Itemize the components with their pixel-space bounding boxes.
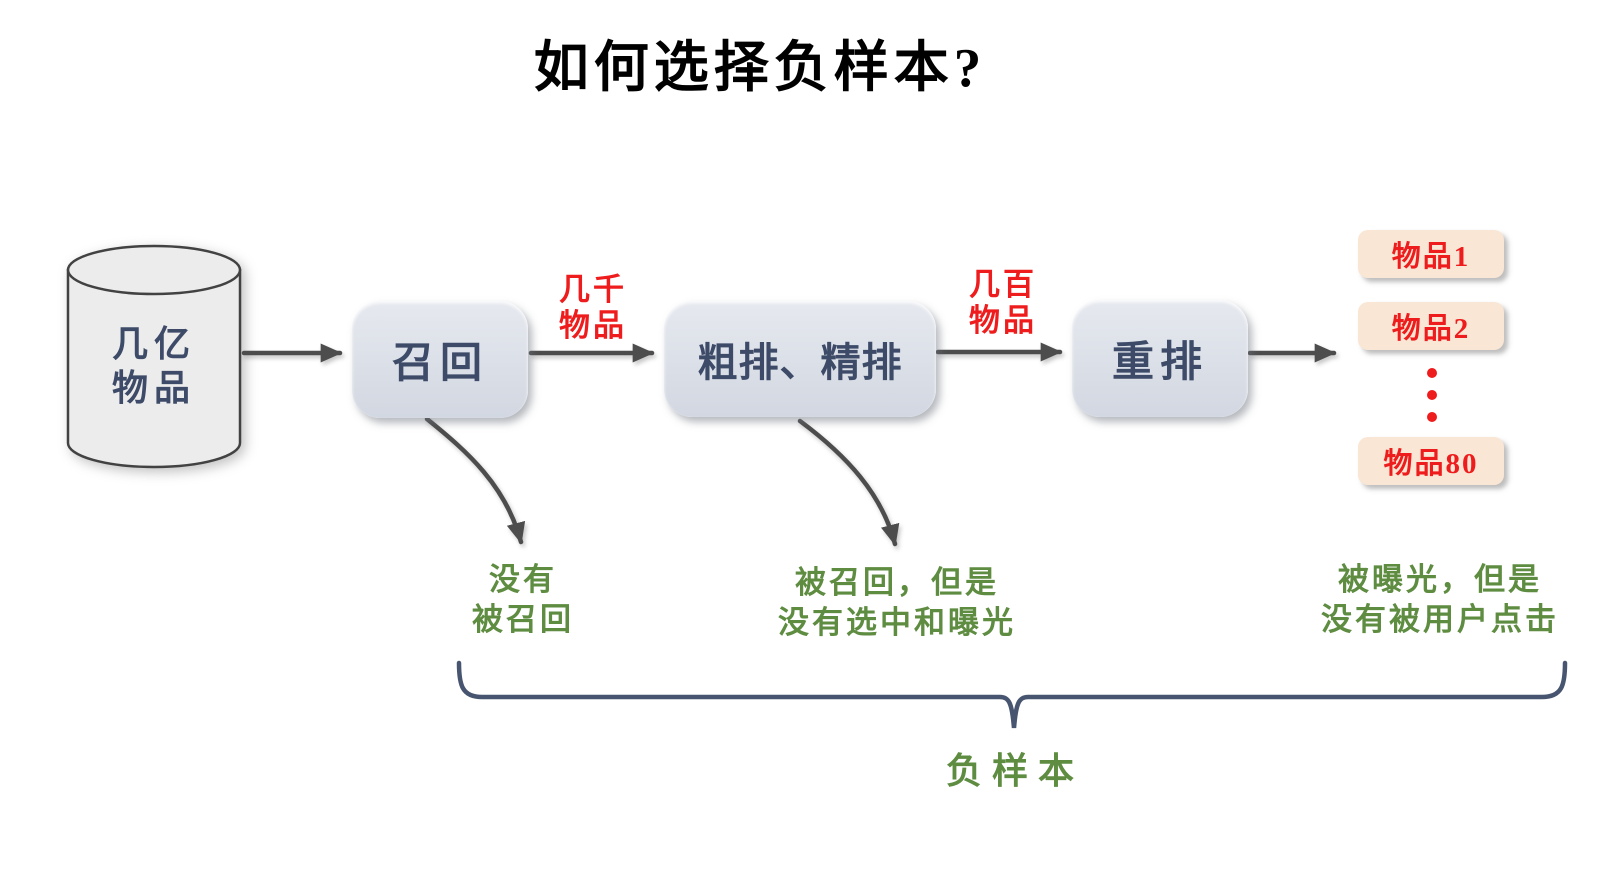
output-item-1: 物品1 — [1358, 230, 1504, 278]
output-item-80: 物品80 — [1358, 437, 1504, 485]
ellipsis-dot — [1427, 390, 1437, 400]
note-not-recalled-line2: 被召回 — [472, 602, 574, 637]
cylinder-top-rim — [66, 244, 242, 296]
source-label: 几亿 物品 — [112, 322, 196, 410]
source-label-line2: 物品 — [111, 368, 197, 408]
output-item-2-label: 物品2 — [1391, 313, 1471, 345]
edge-label-hundreds-items: 几百 物品 — [969, 267, 1037, 339]
edge-label-thousands-line2: 物品 — [559, 308, 627, 343]
edge-label-hundreds-line2: 物品 — [969, 303, 1037, 338]
stage-coarse-fine-ranking: 粗排、精排 — [664, 301, 936, 417]
note-exposed-not-clicked-line1: 被曝光，但是 — [1338, 562, 1542, 597]
negative-samples-label: 负样本 — [945, 751, 1085, 791]
arrow-recall-to-not-recalled-note — [424, 416, 526, 545]
note-not-recalled: 没有 被召回 — [472, 560, 574, 640]
edge-label-thousands-items: 几千 物品 — [559, 272, 627, 344]
flow-arrows — [241, 342, 1337, 547]
stage-recall-label: 召回 — [391, 341, 488, 387]
edge-label-thousands-line1: 几千 — [559, 272, 627, 307]
note-exposed-not-clicked-line2: 没有被用户点击 — [1321, 602, 1559, 637]
stage-rerank-label: 重排 — [1111, 340, 1208, 386]
note-recalled-not-selected-line2: 没有选中和曝光 — [778, 605, 1016, 640]
cylinder-body — [66, 268, 242, 469]
note-not-recalled-line1: 没有 — [489, 562, 557, 597]
edge-label-hundreds-line1: 几百 — [969, 267, 1037, 302]
page-title: 如何选择负样本? — [533, 37, 987, 98]
negative-samples-brace — [456, 660, 1568, 729]
ellipsis-dot — [1427, 412, 1437, 422]
items-database-cylinder — [66, 244, 242, 469]
stage-rerank: 重排 — [1072, 300, 1248, 417]
stage-coarse-fine-ranking-label: 粗排、精排 — [697, 340, 903, 385]
output-item-2: 物品2 — [1358, 302, 1504, 350]
ellipsis-dot — [1427, 368, 1437, 378]
note-recalled-not-selected-line1: 被召回，但是 — [795, 565, 999, 600]
stage-recall: 召回 — [352, 301, 528, 418]
output-item-1-label: 物品1 — [1391, 241, 1471, 273]
note-recalled-not-selected: 被召回，但是 没有选中和曝光 — [778, 563, 1016, 643]
vertical-ellipsis-icon — [1427, 368, 1437, 422]
note-exposed-not-clicked: 被曝光，但是 没有被用户点击 — [1321, 560, 1559, 640]
arrow-ranking-to-not-selected-note — [797, 418, 900, 547]
source-label-line1: 几亿 — [111, 324, 197, 364]
output-item-80-label: 物品80 — [1383, 448, 1479, 480]
